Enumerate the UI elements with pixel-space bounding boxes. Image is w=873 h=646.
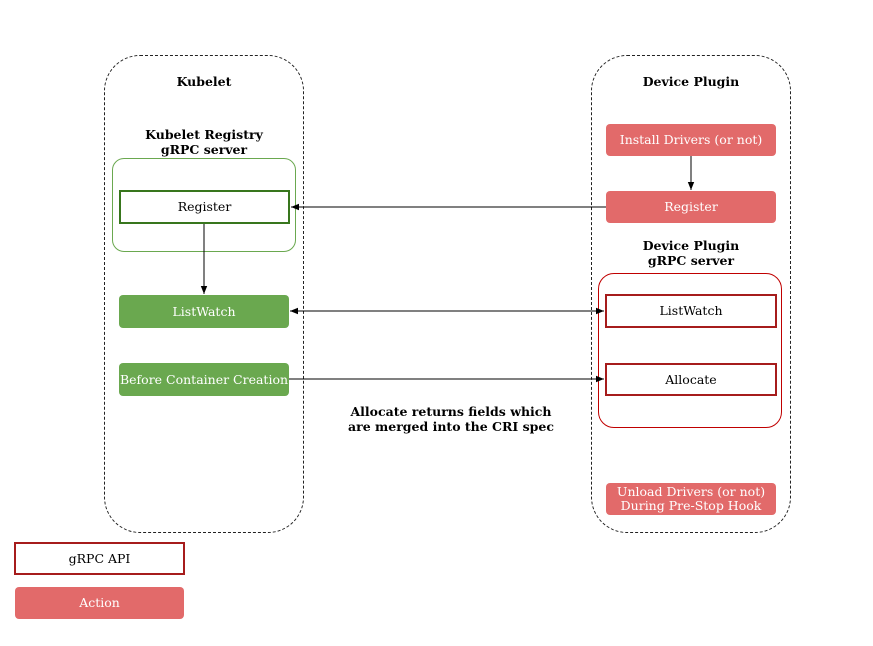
kubelet-listwatch-action: ListWatch bbox=[119, 295, 289, 328]
device-plugin-listwatch-api: ListWatch bbox=[605, 294, 777, 328]
kubelet-registry-title: Kubelet Registry gRPC server bbox=[145, 127, 263, 157]
kubelet-lane bbox=[104, 55, 304, 533]
device-plugin-lane bbox=[591, 55, 791, 533]
install-drivers-action: Install Drivers (or not) bbox=[606, 124, 776, 156]
kubelet-register-api: Register bbox=[119, 190, 290, 224]
kubelet-title: Kubelet bbox=[176, 74, 232, 89]
allocate-note: Allocate returns fields which are merged… bbox=[348, 404, 554, 434]
device-plugin-register-action: Register bbox=[606, 191, 776, 223]
before-container-creation-action: Before Container Creation bbox=[119, 363, 289, 396]
device-plugin-server-group bbox=[598, 273, 782, 428]
unload-drivers-action: Unload Drivers (or not) During Pre-Stop … bbox=[606, 483, 776, 515]
device-plugin-title: Device Plugin bbox=[642, 74, 740, 89]
device-plugin-server-title: Device Plugin gRPC server bbox=[642, 238, 740, 268]
legend-action: Action bbox=[15, 587, 184, 619]
legend-grpc-api: gRPC API bbox=[14, 542, 185, 575]
allocate-api: Allocate bbox=[605, 363, 777, 396]
